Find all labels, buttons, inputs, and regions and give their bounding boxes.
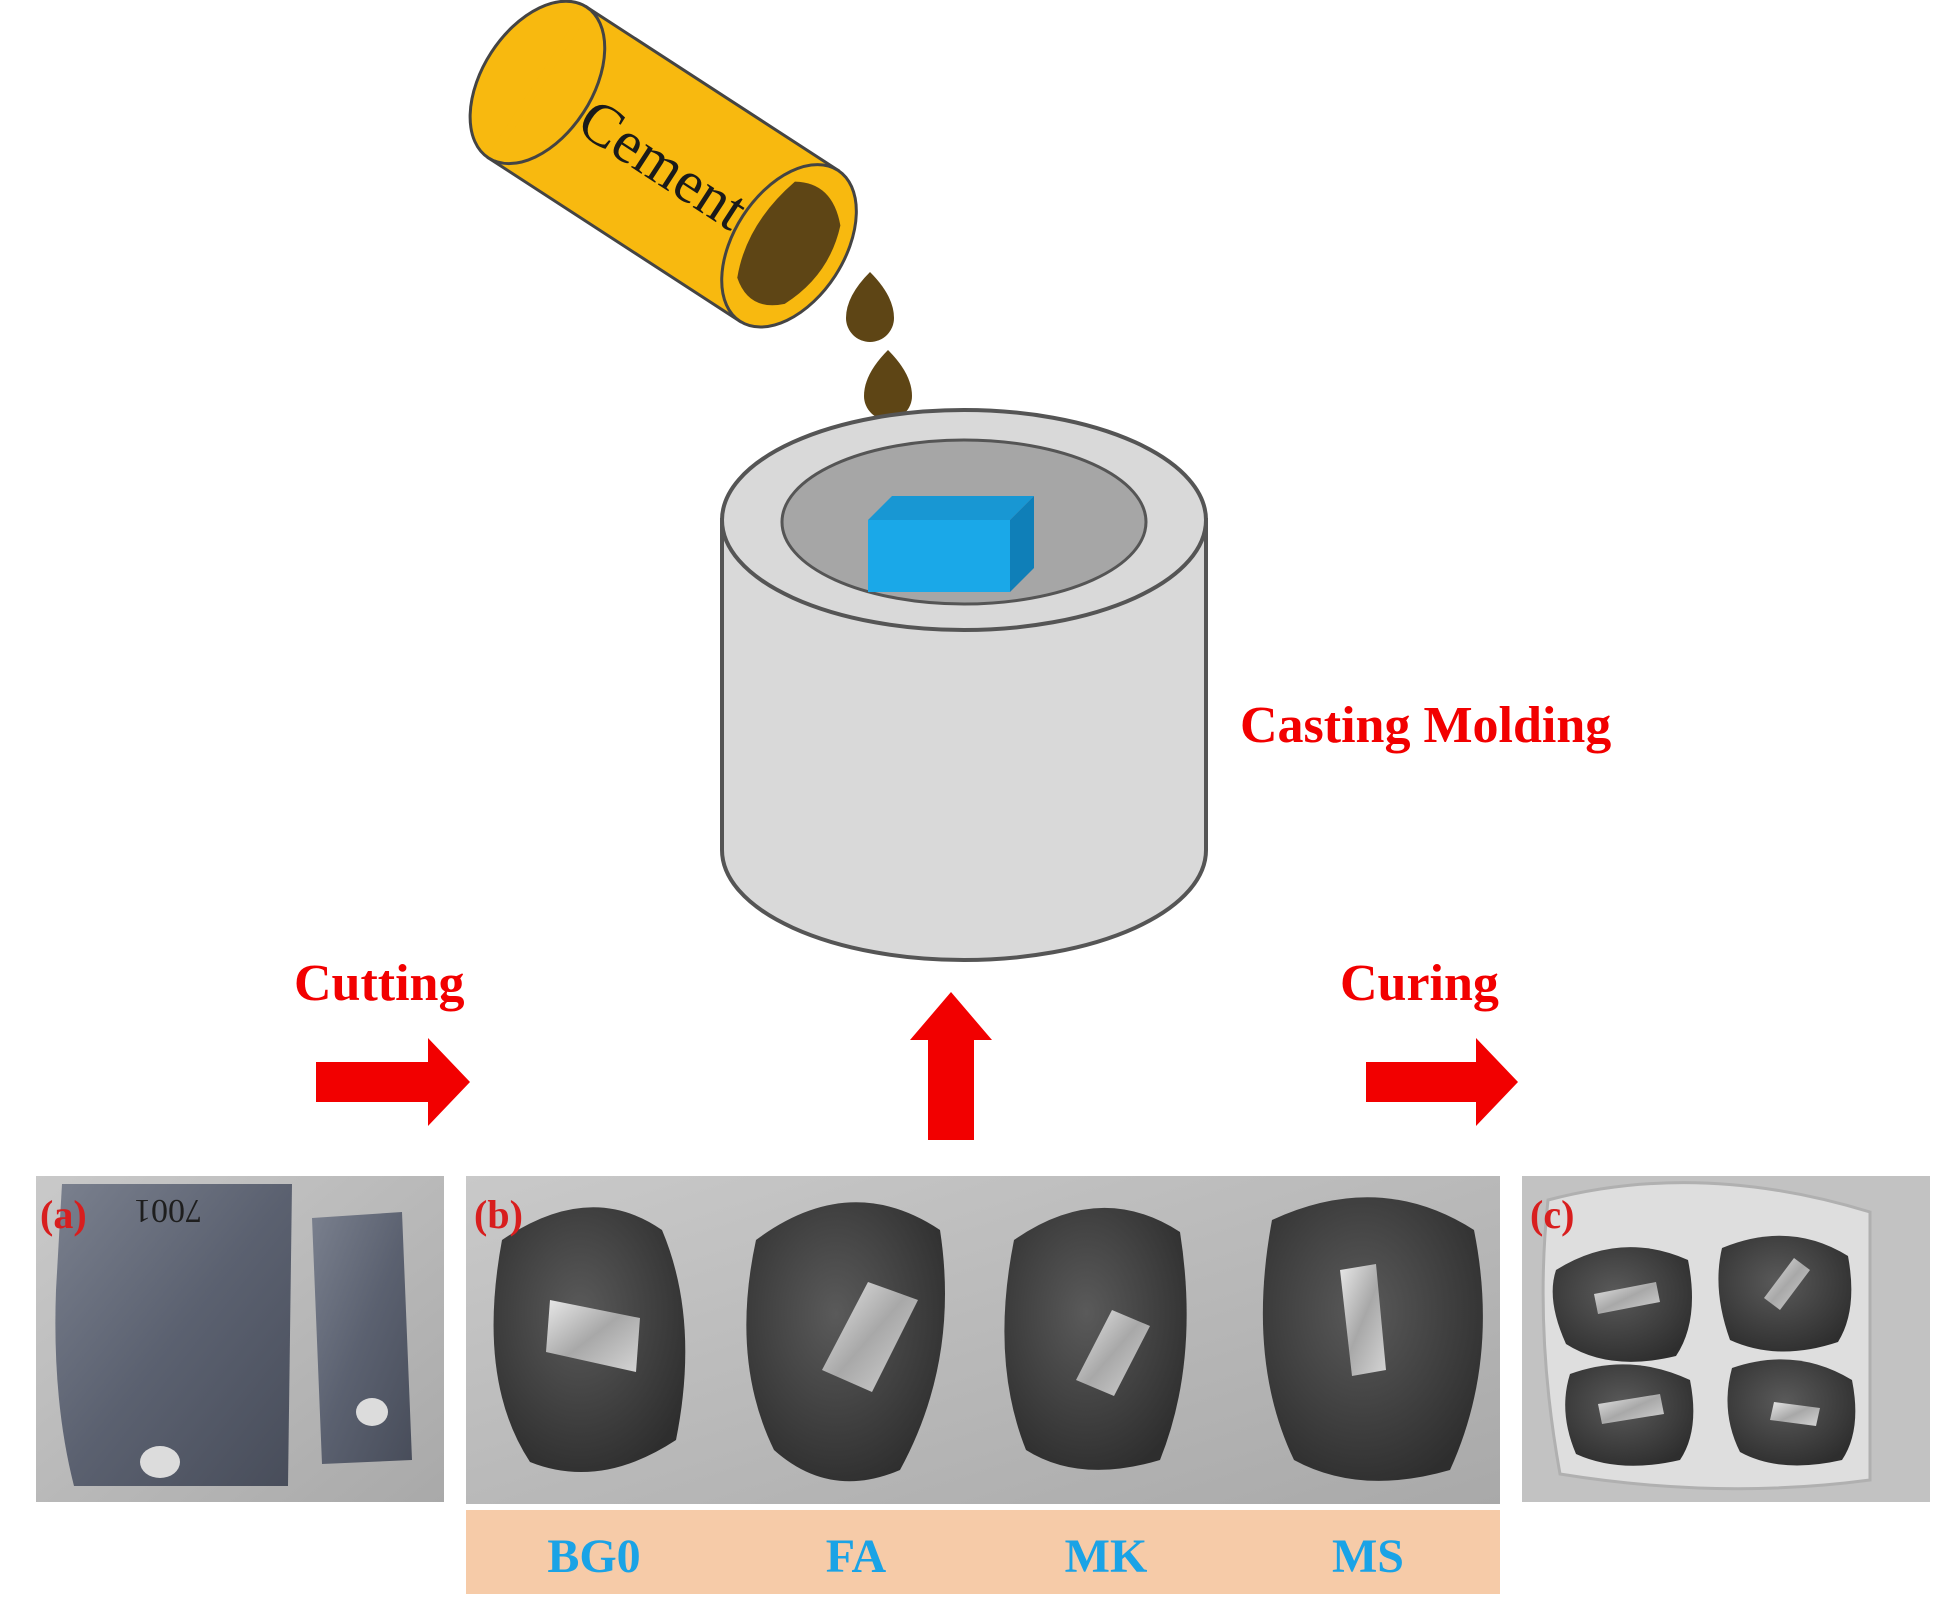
casting-mold bbox=[720, 408, 1208, 962]
steel-plate-small bbox=[312, 1212, 412, 1464]
plate-number: 7001 bbox=[134, 1192, 202, 1229]
cured-sample-2 bbox=[1718, 1235, 1852, 1352]
cement-can: Cement bbox=[468, 0, 858, 329]
curing-arrow-icon bbox=[1366, 1038, 1518, 1126]
cement-in-can bbox=[737, 181, 841, 306]
cutting-label: Cutting bbox=[294, 955, 464, 1012]
curing-label: Curing bbox=[1340, 955, 1499, 1012]
photo-panel-b: (b) bbox=[466, 1176, 1500, 1504]
panel-c-tag: (c) bbox=[1530, 1192, 1574, 1237]
cutting-arrow-icon bbox=[316, 1038, 470, 1126]
specimen-block bbox=[868, 496, 1034, 592]
cured-sample-3 bbox=[1565, 1364, 1694, 1466]
plate-hole-small bbox=[356, 1398, 388, 1426]
sample-label-mk: MK bbox=[1065, 1530, 1148, 1583]
panel-a-tag: (a) bbox=[40, 1192, 87, 1237]
casting-up-arrow-icon bbox=[910, 992, 992, 1140]
sample-puck-bg0 bbox=[493, 1207, 686, 1473]
sample-puck-mk bbox=[1004, 1207, 1187, 1470]
panel-b-tag: (b) bbox=[474, 1192, 523, 1237]
photo-panel-a: 7001 (a) bbox=[36, 1176, 444, 1502]
cured-sample-1 bbox=[1552, 1247, 1692, 1362]
mold-body bbox=[720, 518, 1208, 962]
sample-label-band bbox=[466, 1510, 1500, 1594]
sample-puck-fa bbox=[746, 1202, 945, 1482]
photo-panel-c: (c) bbox=[1522, 1176, 1930, 1502]
casting-molding-label: Casting Molding bbox=[1240, 697, 1611, 754]
sample-puck-ms bbox=[1262, 1197, 1483, 1481]
plate-hole-large bbox=[140, 1446, 180, 1478]
steel-plate-large bbox=[55, 1184, 292, 1486]
sample-label-bg0: BG0 bbox=[547, 1530, 640, 1583]
sample-label-ms: MS bbox=[1332, 1530, 1404, 1583]
cement-drop-2 bbox=[864, 350, 912, 420]
cured-sample-4 bbox=[1727, 1359, 1856, 1466]
cement-drop-1 bbox=[846, 272, 894, 342]
sample-label-fa: FA bbox=[826, 1530, 887, 1583]
